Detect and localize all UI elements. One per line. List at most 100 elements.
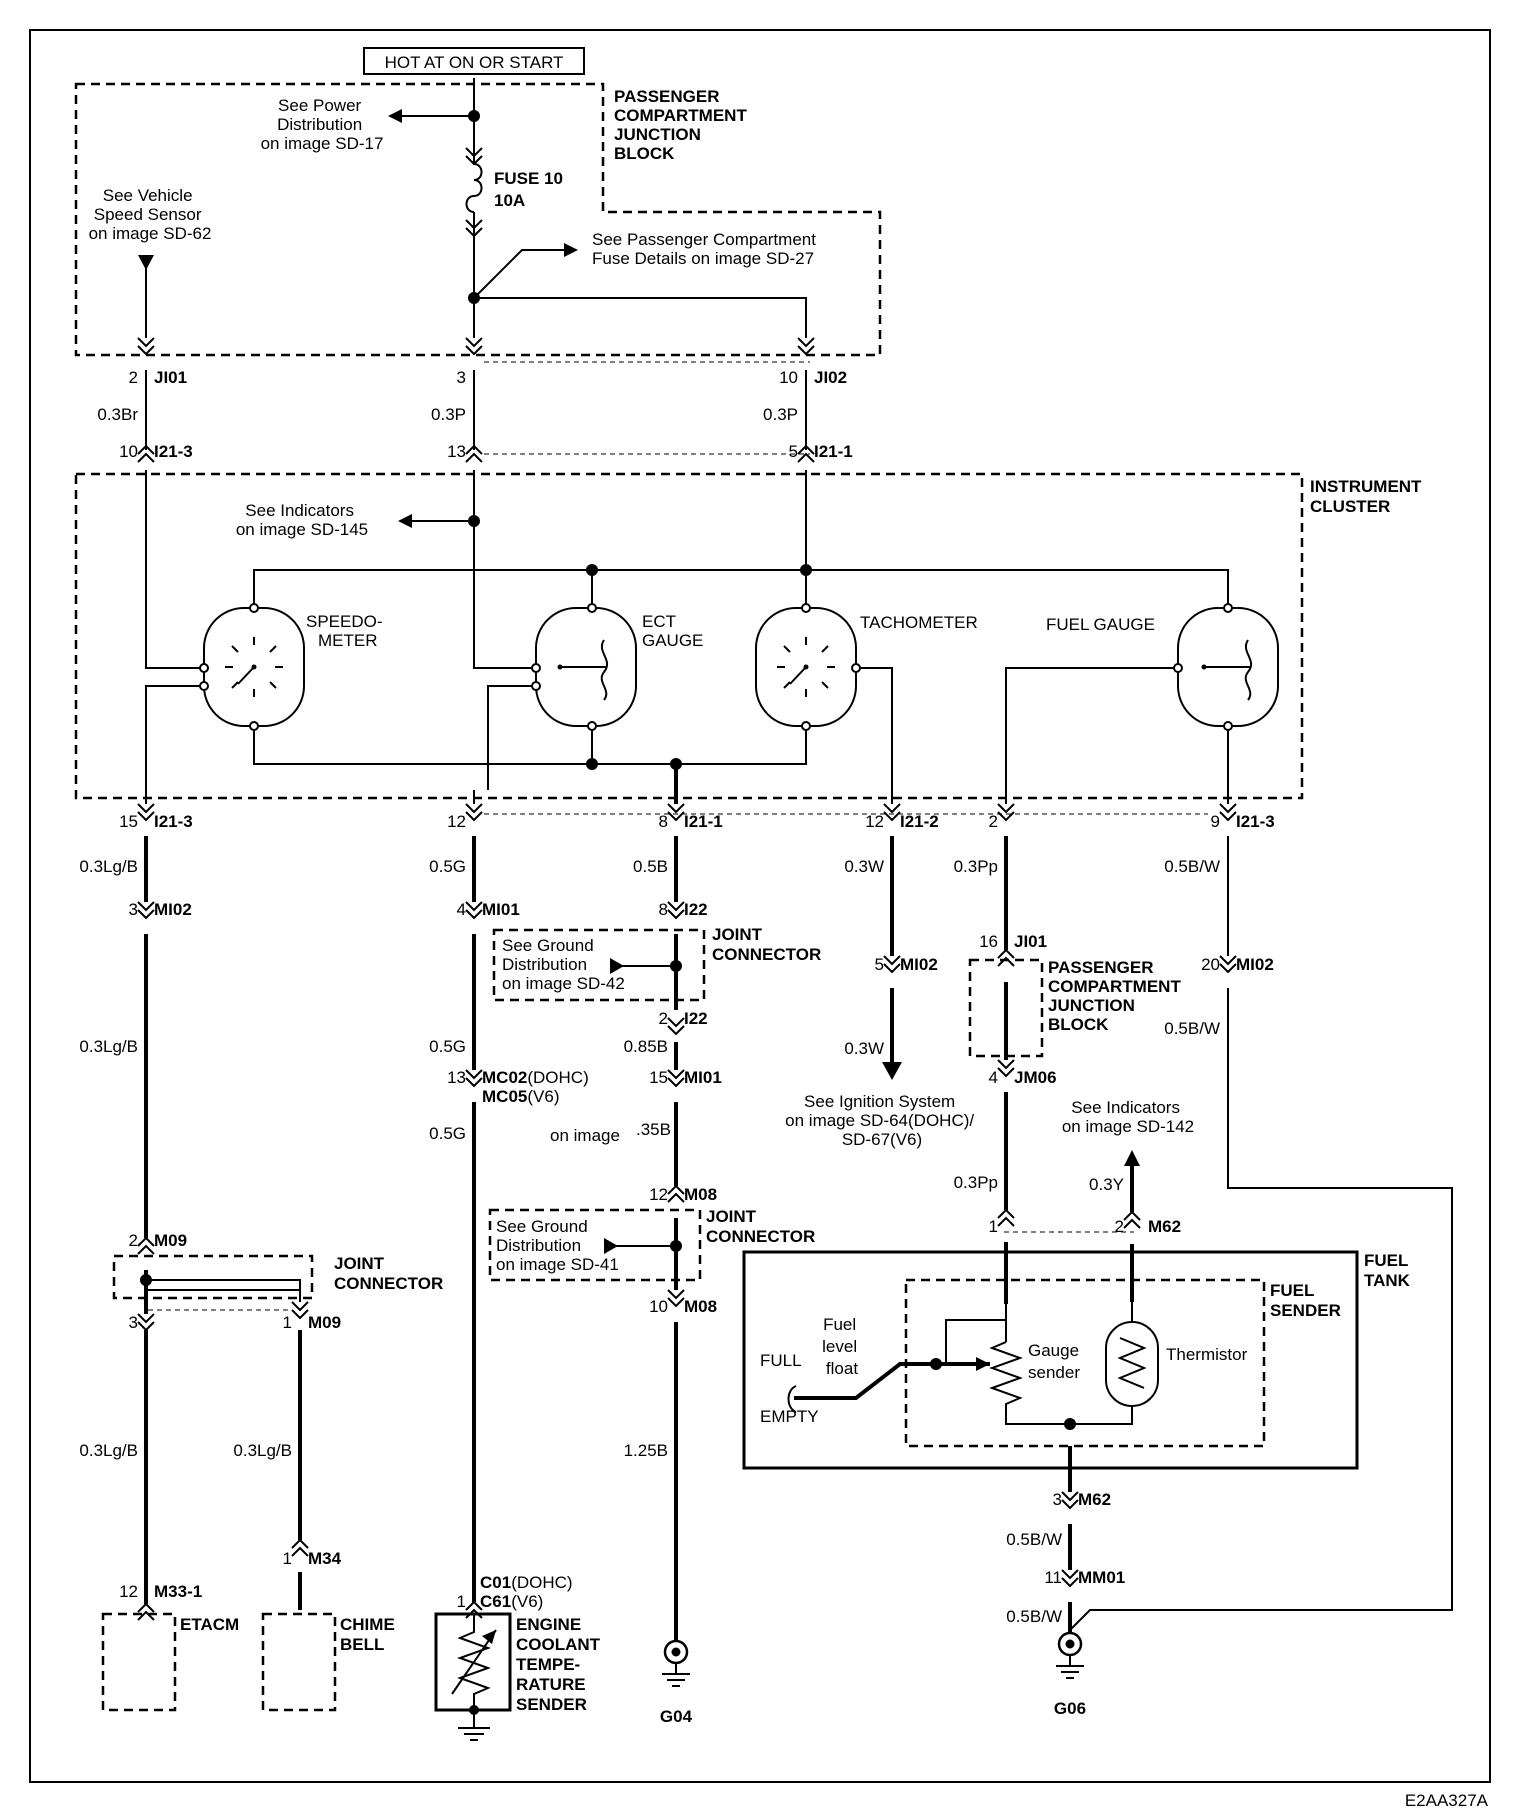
wire-label: 0.3Lg/B (79, 1441, 138, 1460)
pin-label: 8 (659, 900, 668, 919)
connector-label: I21-3 (154, 442, 193, 461)
connector-label: MI02 (1236, 955, 1274, 974)
pin-label: 16 (979, 932, 998, 951)
joint-connector-m09-label: JOINT CONNECTOR (334, 1254, 443, 1293)
wire-label: 0.3Lg/B (233, 1441, 292, 1460)
joint-connector-m09-box (112, 1254, 314, 1300)
page-frame (29, 29, 1491, 1783)
stray-ref-text: on image (550, 1126, 620, 1145)
pin-label: 12 (649, 1185, 668, 1204)
ect-gauge-face (560, 639, 609, 701)
ground-g04-symbol (660, 1639, 692, 1688)
pin-label: 10 (119, 442, 138, 461)
pin-label: 5 (875, 955, 884, 974)
pin-label: 1 (457, 1592, 466, 1611)
fuel-sender-label: FUEL SENDER (1270, 1281, 1341, 1320)
pin-label: 10 (649, 1297, 668, 1316)
pin-label: 12 (119, 1582, 138, 1601)
pin-label: 8 (659, 812, 668, 831)
thermistor-label: Thermistor (1166, 1345, 1248, 1364)
pin-label: 9 (1211, 812, 1220, 831)
wire-label: 0.3Pp (954, 857, 998, 876)
joint-connector-i22-box (492, 928, 706, 1002)
connector-label: I21-3 (154, 812, 193, 831)
wire-label: 0.5B/W (1006, 1530, 1062, 1549)
connector-label: I21-2 (900, 812, 939, 831)
tachometer-label: TACHOMETER (860, 613, 978, 632)
figure-id: E2AA327A (1405, 1791, 1489, 1810)
connector-label: MM01 (1078, 1568, 1125, 1587)
pin-label: 2 (129, 368, 138, 387)
hot-box (363, 47, 585, 75)
pin-label: 12 (447, 812, 466, 831)
connector-label: MI01 (684, 1068, 722, 1087)
tachometer-face (777, 637, 835, 697)
wire-label: 0.3Lg/B (79, 857, 138, 876)
pin-label: 3 (457, 368, 466, 387)
joint-connector-m08-box (488, 1208, 702, 1282)
ect-sender-label: ENGINE COOLANT TEMPE- RATURE SENDER (516, 1615, 605, 1714)
fuse-symbol (465, 163, 483, 213)
fuse-label: FUSE 10 10A (494, 169, 568, 210)
pin-label: 3 (1053, 1490, 1062, 1509)
pin-label: 2 (989, 812, 998, 831)
connector-label: M33-1 (154, 1582, 202, 1601)
pin-label: 15 (649, 1068, 668, 1087)
pin-label: 3 (129, 1313, 138, 1332)
pcjb-mid-label: PASSENGER COMPARTMENT JUNCTION BLOCK (1048, 958, 1186, 1034)
etacm-box (101, 1612, 177, 1712)
ground-g06-label: G06 (1054, 1699, 1086, 1718)
connector-label: JI02 (814, 368, 847, 387)
wire-label: 0.3Y (1089, 1175, 1124, 1194)
connector-label: M09 (154, 1231, 187, 1250)
connector-mc05-label: MC05(V6) (482, 1087, 559, 1106)
vehicle-speed-sensor-ref: See Vehicle Speed Sensor on image SD-62 (89, 186, 212, 243)
wire-label: 0.5G (429, 1124, 466, 1143)
ground-g04-label: G04 (660, 1707, 693, 1726)
pcjb-top-label: PASSENGER COMPARTMENT JUNCTION BLOCK (614, 87, 752, 163)
gauge-sender-label: Gauge sender (1028, 1341, 1084, 1382)
connector-label: JI01 (1014, 932, 1047, 951)
connector-label: MI02 (154, 900, 192, 919)
empty-label: EMPTY (760, 1407, 819, 1426)
ground-41-ref: See Ground Distribution on image SD-41 (496, 1217, 619, 1274)
fuse-details-ref: See Passenger Compartment Fuse Details o… (592, 230, 821, 268)
connector-mc02-label: MC02(DOHC) (482, 1068, 589, 1087)
connector-label: I22 (684, 900, 708, 919)
connector-c61-label: C61(V6) (480, 1592, 543, 1611)
ignition-ref: See Ignition System on image SD-64(DOHC)… (785, 1092, 979, 1149)
wire-label: 0.5B/W (1164, 857, 1220, 876)
gauge-sender-resistor (989, 1341, 1133, 1425)
connector-label: MI02 (900, 955, 938, 974)
pin-label: 10 (779, 368, 798, 387)
ground-42-ref: See Ground Distribution on image SD-42 (502, 936, 625, 993)
connector-label: I21-3 (1236, 812, 1275, 831)
fuel-tank-box (742, 1250, 1359, 1470)
wire-label: 0.5B (633, 857, 668, 876)
connector-label: M08 (684, 1185, 717, 1204)
pin-label: 1 (283, 1313, 292, 1332)
full-label: FULL (760, 1351, 802, 1370)
pin-label: 3 (129, 900, 138, 919)
hot-label: HOT AT ON OR START (385, 53, 564, 72)
chime-bell-label: CHIME BELL (340, 1615, 400, 1654)
joint-connector-m08-label: JOINT CONNECTOR (706, 1207, 815, 1246)
pin-label: 20 (1201, 955, 1220, 974)
pin-label: 13 (447, 442, 466, 461)
connector-label: M62 (1078, 1490, 1111, 1509)
joint-connector-i22-label: JOINT CONNECTOR (712, 925, 821, 964)
connector-label: MI01 (482, 900, 520, 919)
pin-label: 15 (119, 812, 138, 831)
wire-label: 0.5B/W (1006, 1607, 1062, 1626)
power-distribution-ref: See Power Distribution on image SD-17 (261, 96, 384, 153)
wire-label: 0.5G (429, 857, 466, 876)
wire-label: 0.5G (429, 1037, 466, 1056)
wire-label: 0.85B (624, 1037, 668, 1056)
wire-label: 0.3P (431, 405, 466, 424)
pin-label: 2 (1115, 1217, 1124, 1236)
pin-label: 13 (447, 1068, 466, 1087)
indicators-145-ref: See Indicators on image SD-145 (236, 501, 368, 539)
instrument-cluster-box (74, 472, 1304, 800)
wire-label: 0.3Br (97, 405, 138, 424)
